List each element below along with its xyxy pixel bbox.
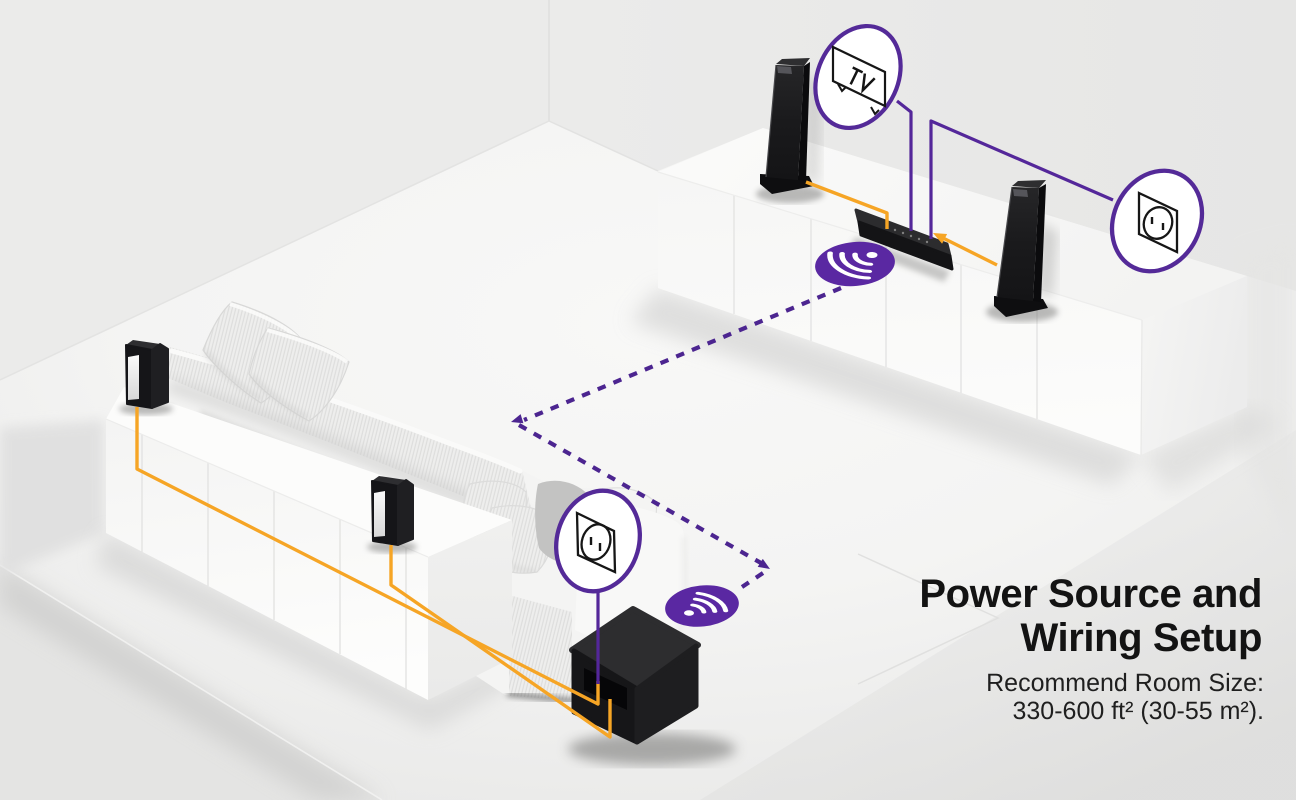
svg-text:Wiring Setup: Wiring Setup bbox=[1021, 616, 1263, 660]
svg-text:Power Source and: Power Source and bbox=[919, 572, 1262, 616]
svg-text:330-600 ft² (30-55 m²).: 330-600 ft² (30-55 m²). bbox=[1013, 697, 1265, 725]
svg-text:Recommend Room Size:: Recommend Room Size: bbox=[986, 669, 1264, 697]
